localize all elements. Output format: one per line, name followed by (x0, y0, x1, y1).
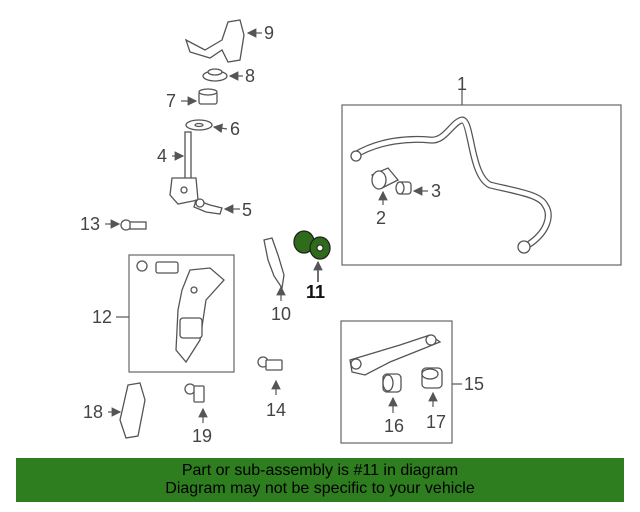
part-12-assembly[interactable] (136, 260, 225, 364)
part-16-bushing[interactable] (382, 373, 402, 413)
callout-5: 5 (242, 200, 252, 220)
callout-11: 11 (306, 282, 325, 302)
part-10-bracket[interactable] (263, 237, 286, 301)
part-2-bushing[interactable] (370, 167, 400, 205)
part-1-group-box (341, 90, 622, 266)
callout-15: 15 (464, 374, 484, 394)
part-7-bushing[interactable] (181, 88, 218, 106)
callout-16: 16 (384, 416, 404, 436)
callout-14: 14 (266, 400, 286, 420)
part-9-bracket[interactable] (184, 19, 262, 63)
info-banner: Part or sub-assembly is #11 in diagram D… (16, 458, 624, 502)
callout-2: 2 (376, 208, 386, 228)
callout-8: 8 (245, 66, 255, 86)
part-17-bushing[interactable] (421, 367, 443, 407)
callout-18: 18 (83, 402, 103, 422)
callout-17: 17 (426, 412, 446, 432)
callout-13: 13 (80, 214, 100, 234)
part-3-bushing[interactable] (395, 181, 428, 196)
part-18-bracket[interactable] (108, 382, 146, 439)
banner-line-1: Part or sub-assembly is #11 in diagram (181, 462, 459, 479)
part-12-group-box (116, 254, 235, 373)
part-15-control-arm[interactable] (349, 334, 442, 376)
part-14-bolt[interactable] (257, 356, 283, 395)
part-15-group-box (340, 320, 462, 444)
callout-9: 9 (264, 23, 274, 43)
callout-3: 3 (431, 181, 441, 201)
part-4-stabilizer-link[interactable] (169, 131, 199, 205)
callout-7: 7 (166, 91, 176, 111)
callout-10: 10 (271, 304, 291, 324)
banner-line-2: Diagram may not be specific to your vehi… (165, 480, 475, 497)
part-19-bolt[interactable] (184, 383, 208, 423)
callout-4: 4 (157, 146, 167, 166)
part-11-highlighted[interactable] (293, 230, 331, 282)
callout-19: 19 (192, 426, 212, 446)
part-5-bolt[interactable] (193, 198, 240, 215)
callout-6: 6 (230, 119, 240, 139)
part-8-insulator[interactable] (202, 68, 243, 82)
part-1-stabilizer-bar[interactable] (350, 116, 552, 254)
callout-12: 12 (92, 307, 112, 327)
callout-1: 1 (457, 74, 467, 94)
part-13-bolt[interactable] (105, 219, 147, 231)
part-6-washer[interactable] (185, 119, 228, 134)
